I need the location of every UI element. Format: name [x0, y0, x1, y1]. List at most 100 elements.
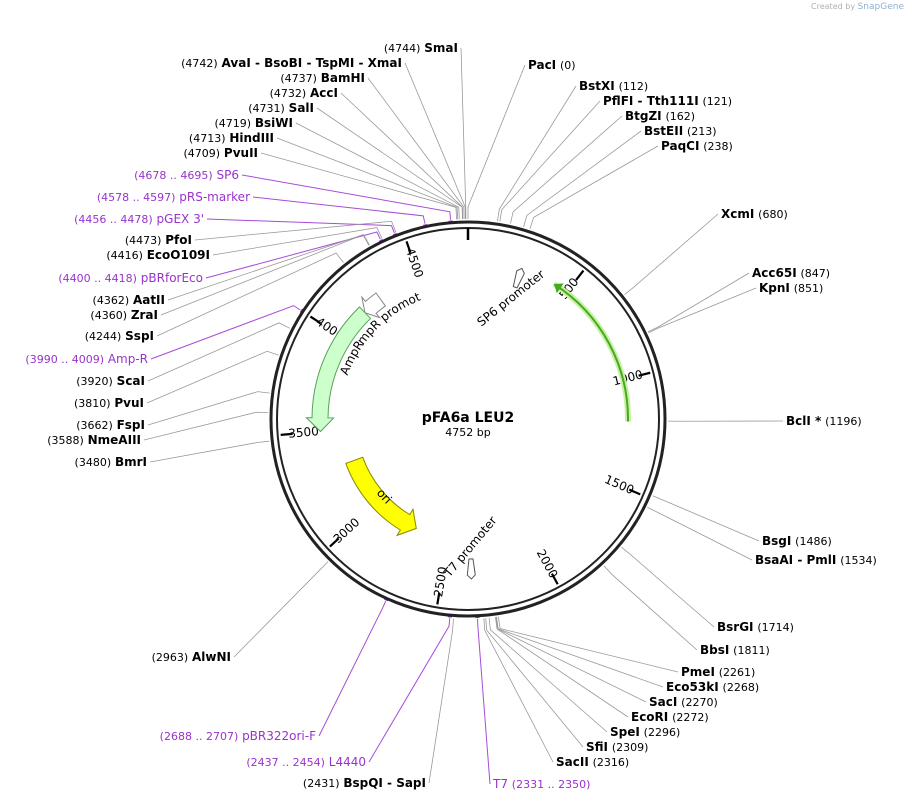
site-label[interactable]: (4416) EcoO109I [106, 248, 210, 262]
site-label[interactable]: (3990 .. 4009) Amp-R [25, 352, 148, 366]
leader-line [477, 618, 491, 785]
tick-label: 1000 [611, 367, 644, 388]
watermark-prefix: Created by [811, 2, 856, 11]
site-position: (2261) [719, 666, 756, 679]
site-label[interactable]: (4360) ZraI [90, 308, 158, 322]
site-label[interactable]: BsaAI - PmlI (1534) [755, 553, 877, 567]
site-label[interactable]: (4362) AatII [93, 293, 165, 307]
ampr-promoter-arrow [360, 292, 387, 319]
site-label[interactable]: T7 (2331 .. 2350) [492, 777, 590, 791]
leader-line [483, 618, 554, 763]
site-label[interactable]: Eco53kI (2268) [666, 680, 759, 694]
site-label[interactable]: (4678 .. 4695) SP6 [134, 168, 239, 182]
site-position: (3480) [75, 456, 112, 469]
site-label[interactable]: (4400 .. 4418) pBRforEco [58, 271, 203, 285]
site-name: pBRforEco [141, 271, 203, 285]
site-label[interactable]: BtgZI (162) [625, 109, 695, 123]
site-label[interactable]: BstEII (213) [644, 124, 717, 138]
site-label[interactable]: (2963) AlwNI [152, 650, 231, 664]
site-label[interactable]: (4742) AvaI - BsoBI - TspMI - XmaI [181, 56, 402, 70]
leader-line [529, 145, 659, 229]
site-label[interactable]: (4731) SalI [248, 101, 314, 115]
site-position: (0) [560, 59, 576, 72]
site-label[interactable]: PmeI (2261) [681, 665, 755, 679]
site-name: AvaI - BsoBI - TspMI - XmaI [222, 56, 402, 70]
ori-feature[interactable] [345, 456, 417, 537]
site-position: (4719) [214, 117, 251, 130]
site-label[interactable]: (4719) BsiWI [214, 116, 293, 130]
site-position: (4360) [90, 309, 127, 322]
site-label[interactable]: SacI (2270) [649, 695, 718, 709]
site-label[interactable]: (4737) BamHI [280, 71, 365, 85]
leader-line [647, 272, 750, 333]
leu2-feature-arc[interactable] [553, 283, 629, 422]
leader-line [485, 618, 584, 748]
site-label[interactable]: XcmI (680) [721, 207, 788, 221]
site-label[interactable]: (4578 .. 4597) pRS-marker [97, 190, 250, 204]
sp6-promoter-label: SP6 promoter [474, 267, 547, 329]
site-label[interactable]: (4744) SmaI [384, 41, 458, 55]
ampr-feature[interactable] [305, 306, 372, 433]
site-label[interactable]: SacII (2316) [556, 755, 629, 769]
site-label[interactable]: (4473) PfoI [125, 233, 192, 247]
site-position: (680) [758, 208, 788, 221]
site-label[interactable]: (4244) SspI [85, 329, 154, 343]
site-label[interactable]: (2688 .. 2707) pBR322ori-F [160, 729, 316, 743]
site-name: Acc65I [752, 266, 797, 280]
site-label[interactable]: SpeI (2296) [610, 725, 680, 739]
site-position: (2270) [681, 696, 718, 709]
site-name: AlwNI [192, 650, 231, 664]
site-label[interactable]: BbsI (1811) [700, 643, 770, 657]
site-position: (4456 .. 4478) [74, 213, 153, 226]
site-label[interactable]: (2437 .. 2454) L4440 [246, 755, 366, 769]
site-label[interactable]: PacI (0) [528, 58, 576, 72]
site-name: BsgI [762, 534, 791, 548]
sp6-promoter[interactable]: SP6 promoter [474, 267, 547, 329]
site-position: (851) [794, 282, 824, 295]
site-label[interactable]: (3588) NmeAIII [47, 433, 141, 447]
site-label[interactable]: BsrGI (1714) [717, 620, 794, 634]
site-label[interactable]: BclI * (1196) [786, 414, 862, 428]
site-name: PvuII [224, 146, 258, 160]
site-label[interactable]: EcoRI (2272) [631, 710, 709, 724]
site-name: BtgZI [625, 109, 662, 123]
t7-promoter[interactable]: T7 promoter [440, 514, 499, 581]
site-label[interactable]: (3480) BmrI [75, 455, 147, 469]
site-label[interactable]: KpnI (851) [759, 281, 823, 295]
leu2-feature-halo[interactable] [552, 281, 631, 422]
site-label[interactable]: (4456 .. 4478) pGEX 3' [74, 212, 204, 226]
site-name: BstXI [579, 79, 615, 93]
leader-line [156, 252, 344, 337]
site-name: BbsI [700, 643, 729, 657]
site-label[interactable]: BstXI (112) [579, 79, 648, 93]
site-label[interactable]: PflFI - Tth111I (121) [603, 94, 732, 108]
site-position: (4400 .. 4418) [58, 272, 137, 285]
site-label[interactable]: PaqCI (238) [661, 139, 733, 153]
site-name: SacI [649, 695, 677, 709]
site-name: SacII [556, 755, 589, 769]
site-label[interactable]: Acc65I (847) [752, 266, 830, 280]
site-position: (162) [665, 110, 695, 123]
t7-promoter-arrow [466, 558, 476, 580]
site-position: (2437 .. 2454) [246, 756, 325, 769]
site-label[interactable]: (3662) FspI [76, 418, 145, 432]
tick-mark [575, 269, 585, 281]
ampr-arrow [305, 306, 372, 433]
site-label[interactable]: (4713) HindIII [189, 131, 274, 145]
leader-line [194, 220, 397, 241]
site-name: Eco53kI [666, 680, 719, 694]
leader-line [241, 174, 452, 220]
site-label[interactable]: (4732) AccI [270, 86, 338, 100]
site-label[interactable]: (3920) ScaI [76, 374, 145, 388]
leader-line [652, 495, 760, 542]
ampr-promoter-feature[interactable] [360, 292, 387, 319]
site-position: (4737) [280, 72, 317, 85]
site-position: (3920) [76, 375, 113, 388]
leader-line [260, 152, 458, 220]
site-label[interactable]: SfiI (2309) [586, 740, 648, 754]
site-position: (4742) [181, 57, 218, 70]
site-label[interactable]: (4709) PvuII [184, 146, 259, 160]
site-label[interactable]: (2431) BspQI - SapI [303, 776, 426, 790]
site-label[interactable]: BsgI (1486) [762, 534, 832, 548]
site-label[interactable]: (3810) PvuI [74, 396, 144, 410]
